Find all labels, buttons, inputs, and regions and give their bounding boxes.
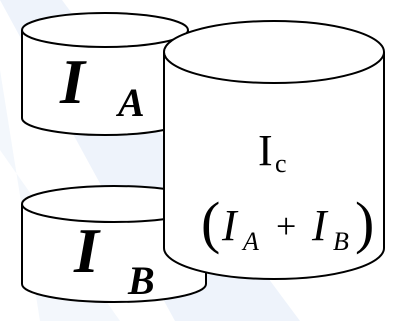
cylinder-b-symbol: I — [73, 215, 101, 286]
cylinder-b-subscript: B — [127, 258, 155, 303]
cylinder-b-body — [21, 204, 207, 303]
formula-term2-subscript: B — [333, 227, 349, 256]
cylinder-c-label: I — [258, 126, 273, 175]
cylinder-c-body — [163, 52, 385, 280]
formula-close-paren: ) — [355, 190, 374, 255]
cylinder-a: I A — [21, 12, 189, 136]
cylinder-c-top — [163, 20, 385, 84]
cylinder-a-top — [21, 12, 189, 48]
cylinder-b: I B — [21, 185, 207, 303]
cylinder-a-symbol: I — [59, 46, 87, 117]
formula-term1-subscript: A — [241, 227, 259, 256]
formula-term2: I — [311, 201, 329, 250]
formula-open-paren: ( — [201, 190, 220, 255]
formula-term1: I — [221, 201, 239, 250]
cylinder-c-label-subscript: c — [275, 149, 287, 178]
cylinder-a-subscript: A — [115, 80, 145, 125]
formula-plus: + — [276, 206, 296, 246]
cylinder-c: I c ( I A + I B ) — [163, 20, 385, 280]
